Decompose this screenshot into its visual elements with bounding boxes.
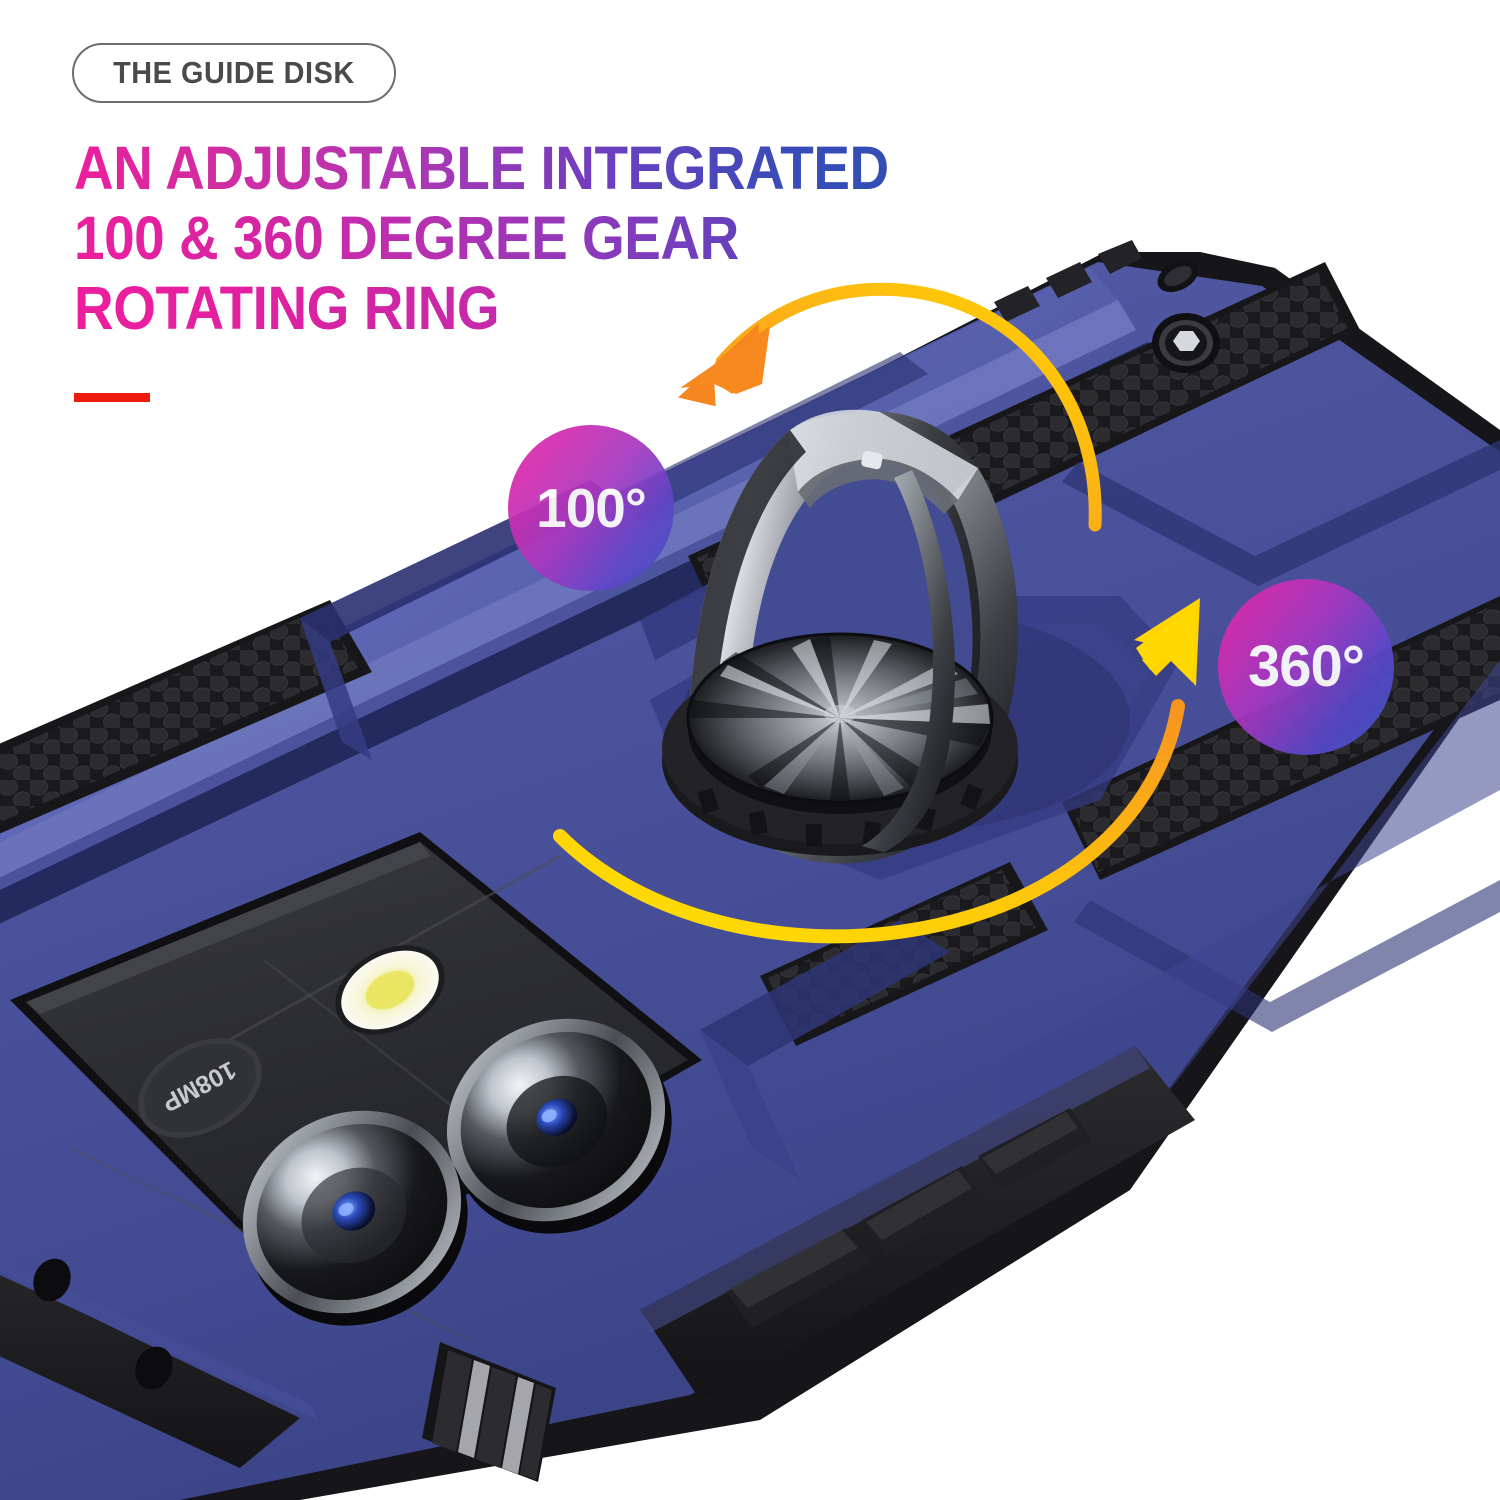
hex-screw-detail bbox=[1152, 313, 1220, 373]
top-corner-port bbox=[1157, 259, 1199, 293]
case-engraving-3b bbox=[700, 1030, 800, 1180]
callout-badge-360-label: 360° bbox=[1248, 634, 1365, 699]
callout-badge-100-degrees: 100° bbox=[508, 425, 674, 591]
headline-line-1: AN ADJUSTABLE INTEGRATED bbox=[74, 133, 938, 203]
callout-badge-360-degrees: 360° bbox=[1218, 579, 1394, 755]
case-hex-outline bbox=[1062, 440, 1500, 586]
speaker-holes bbox=[33, 1258, 173, 1390]
volume-buttons-highlight bbox=[730, 1112, 1078, 1308]
case-engraving-1b bbox=[300, 618, 372, 760]
case-bottom-rail-light bbox=[640, 1046, 1150, 1332]
bottom-grip-fins bbox=[422, 1342, 556, 1482]
camera-lens-primary bbox=[446, 1018, 672, 1234]
kickstand-arm-foreground bbox=[862, 470, 955, 852]
case-engraving-2 bbox=[610, 352, 928, 520]
callout-badge-100-label: 100° bbox=[536, 476, 647, 539]
headline-line-2: 100 & 360 DEGREE GEAR bbox=[74, 203, 938, 273]
accent-rule bbox=[74, 393, 150, 402]
sensor-108mp: 108MP bbox=[138, 1038, 262, 1138]
case-hex-outline-2 bbox=[1074, 880, 1500, 1032]
camera-module: 108MP bbox=[10, 832, 702, 1342]
case-left-bottom-rail-blue bbox=[0, 1257, 318, 1420]
headline-line-3: ROTATING RING bbox=[74, 273, 938, 343]
ring-kickstand bbox=[650, 409, 1180, 880]
headline: AN ADJUSTABLE INTEGRATED 100 & 360 DEGRE… bbox=[74, 133, 1034, 343]
led-flash bbox=[335, 945, 445, 1035]
camera-lens-secondary bbox=[242, 1110, 468, 1326]
tilt-arc-arrow bbox=[678, 282, 1102, 532]
eyebrow-badge: THE GUIDE DISK bbox=[72, 43, 396, 103]
brushed-metal-disk bbox=[686, 632, 994, 814]
eyebrow-badge-label: THE GUIDE DISK bbox=[113, 55, 355, 90]
case-engraving-3 bbox=[700, 920, 950, 1066]
top-edge-nubs bbox=[994, 240, 1142, 322]
grip-strip-left bbox=[0, 600, 372, 834]
rotation-arc-arrow bbox=[553, 598, 1200, 944]
